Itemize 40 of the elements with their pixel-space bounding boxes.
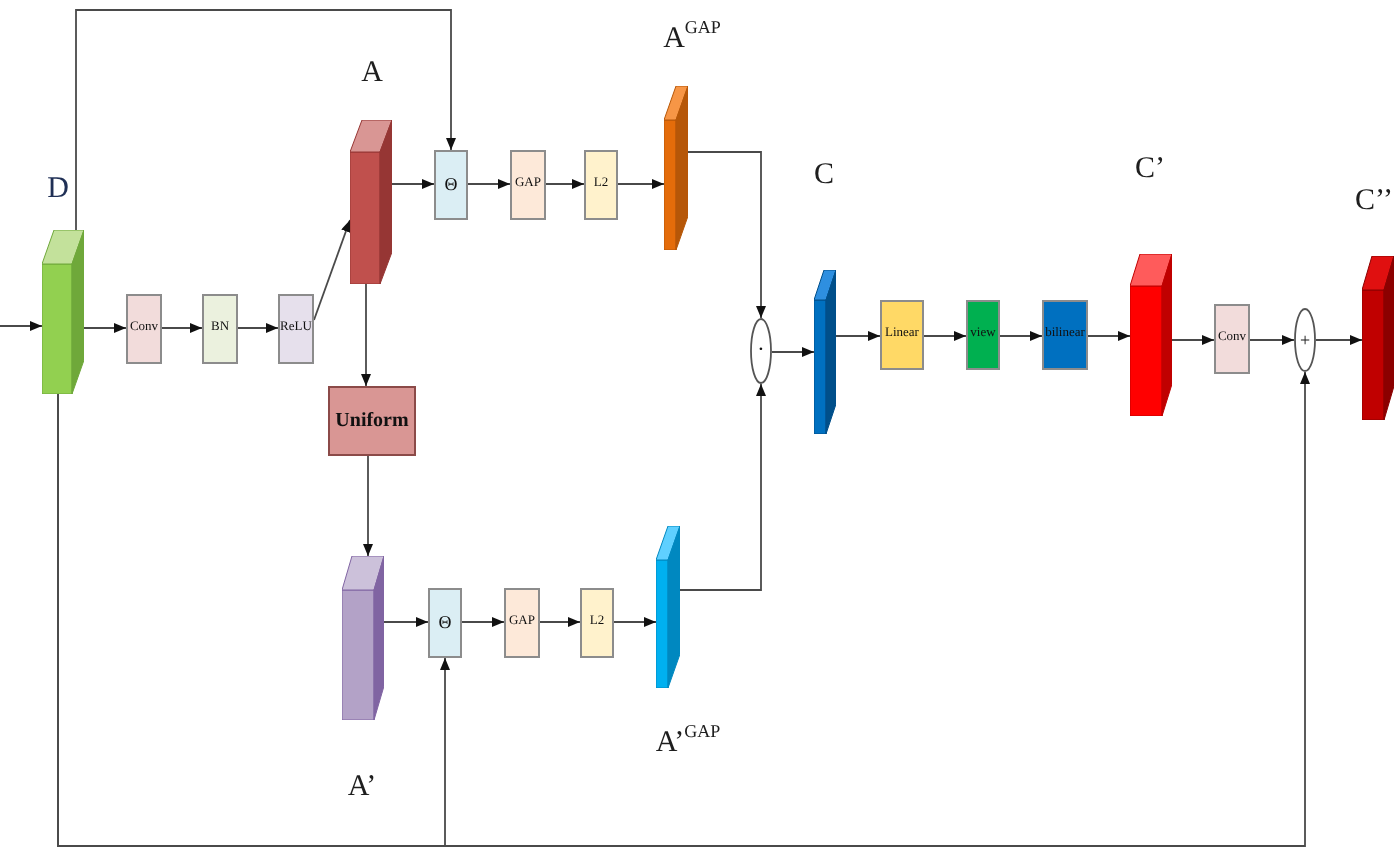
arrow (999, 331, 1043, 341)
arrow (0, 321, 43, 331)
arrow (687, 151, 766, 319)
layer-box: Θ (428, 588, 462, 658)
arrow (1171, 335, 1215, 345)
arrow (1087, 331, 1131, 341)
arrow (1315, 335, 1363, 345)
arrow (383, 617, 429, 627)
arrow (467, 179, 511, 189)
arrow (391, 179, 435, 189)
arrow (771, 347, 815, 357)
arrow (617, 179, 665, 189)
arrow (613, 617, 657, 627)
layer-box: Θ (434, 150, 468, 220)
arrow (313, 219, 351, 321)
arrow (923, 331, 967, 341)
arrow (83, 323, 127, 333)
arrow (539, 617, 581, 627)
arrow (363, 455, 373, 557)
block-label: C’’ (1355, 187, 1393, 217)
block-label: A (361, 59, 383, 89)
block-label: C’ (1135, 155, 1165, 185)
arrow (161, 323, 203, 333)
arrow (545, 179, 585, 189)
block-label: C (814, 161, 834, 191)
block-label: A$^{GAP}$ (663, 25, 721, 55)
arrow (237, 323, 279, 333)
arrow (57, 371, 1310, 847)
operator-circle: · (750, 318, 772, 384)
arrow (835, 331, 881, 341)
block-label: A’ (347, 773, 377, 803)
arrow (75, 9, 456, 231)
layer-box: Uniform (328, 386, 416, 456)
operator-circle: + (1294, 308, 1316, 372)
arrow (679, 383, 766, 591)
arrow (361, 283, 371, 387)
arrow (1249, 335, 1295, 345)
arrow (461, 617, 505, 627)
block-label: D (47, 175, 69, 205)
block-label: A’$^{GAP}$ (655, 729, 721, 759)
